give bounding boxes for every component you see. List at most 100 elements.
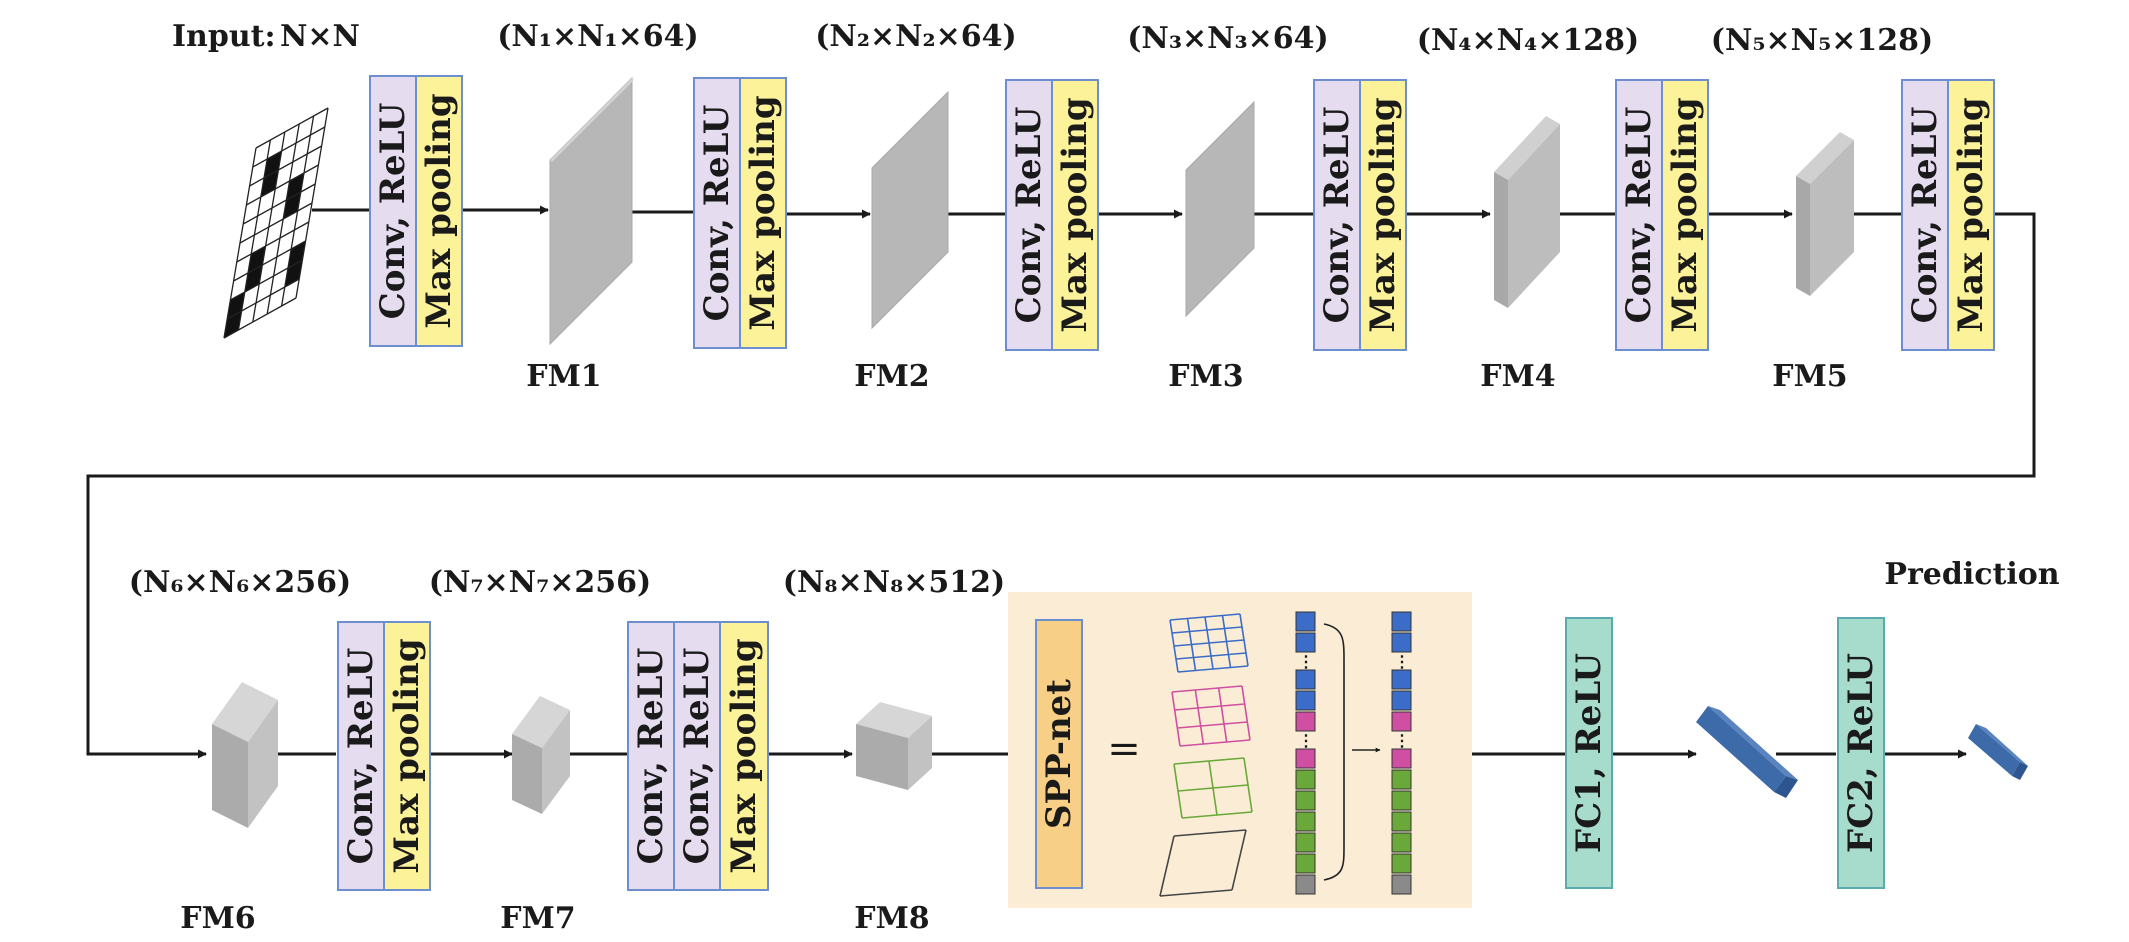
- conv-relu-text: Conv, ReLU: [1619, 107, 1659, 324]
- max-pooling-text: Max pooling: [419, 93, 459, 328]
- spp-net-layer: [1035, 619, 1083, 889]
- max-pooling-text: Max pooling: [743, 95, 783, 330]
- vector-cell: [1295, 669, 1316, 690]
- fm2-label: FM2: [854, 359, 929, 394]
- fm8-dims: (N₈×N₈×512): [783, 565, 1005, 600]
- max-pooling-layer: [383, 621, 431, 891]
- vector-cell: [1295, 832, 1316, 853]
- fm4-label: FM4: [1480, 359, 1555, 394]
- ellipsis-mark: ⋮: [1394, 652, 1410, 671]
- conv-relu-text: Conv, ReLU: [631, 648, 671, 865]
- vector-cell: [1391, 611, 1412, 632]
- vector-cell: [1391, 832, 1412, 853]
- max-pooling-text: Max pooling: [724, 638, 764, 873]
- vector-cell: [1391, 769, 1412, 790]
- fm1-label: FM1: [526, 359, 601, 394]
- fm6-label: FM6: [180, 901, 255, 936]
- conv-conv-pool-block-8: Conv, ReLU Conv, ReLU Max pooling: [627, 621, 769, 891]
- conv-relu-text: Conv, ReLU: [1009, 107, 1049, 324]
- conv-relu-layer: [673, 621, 721, 891]
- feature-map-fm7: [512, 696, 570, 814]
- vector-cell: [1391, 748, 1412, 769]
- conv-relu-layer: [369, 75, 417, 347]
- vector-cell: [1295, 711, 1316, 732]
- wrap-connector-to-row2: [86, 212, 2036, 759]
- fc2-text: FC2, ReLU: [1841, 653, 1881, 853]
- bracket-icon: [1323, 623, 1345, 881]
- prediction-label: Prediction: [1884, 557, 2059, 592]
- feature-map-fm3: [1185, 100, 1255, 318]
- fm4-dims: (N₄×N₄×128): [1417, 23, 1639, 58]
- feature-map-fm6: [212, 682, 278, 828]
- fm7-label: FM7: [500, 901, 575, 936]
- fm3-dims: (N₃×N₃×64): [1127, 21, 1329, 56]
- conv-pool-block-6: Conv, ReLU Max pooling: [1901, 79, 1995, 351]
- conv-relu-layer: [1615, 79, 1663, 351]
- fc1-output-vector: [1696, 706, 1798, 798]
- conv-pool-block-1: Conv, ReLU Max pooling: [369, 75, 463, 347]
- vector-cell: [1391, 853, 1412, 874]
- vector-cell: [1295, 611, 1316, 632]
- fm3-label: FM3: [1168, 359, 1243, 394]
- feature-map-fm5: [1796, 132, 1854, 296]
- fm5-dims: (N₅×N₅×128): [1711, 23, 1933, 58]
- fm1-dims: (N₁×N₁×64): [497, 19, 699, 54]
- vector-cell: [1391, 690, 1412, 711]
- vector-cell: [1391, 632, 1412, 653]
- max-pooling-text: Max pooling: [1055, 97, 1095, 332]
- vector-cell: [1391, 669, 1412, 690]
- vector-cell: [1295, 748, 1316, 769]
- prediction-output-vector: [1968, 724, 2028, 780]
- vector-cell: [1295, 769, 1316, 790]
- equals-sign: =: [1107, 726, 1141, 772]
- max-pooling-layer: [1947, 79, 1995, 351]
- conv-pool-block-3: Conv, ReLU Max pooling: [1005, 79, 1099, 351]
- input-label-size: N×N: [280, 19, 360, 54]
- conv-pool-block-4: Conv, ReLU Max pooling: [1313, 79, 1407, 351]
- fm5-label: FM5: [1772, 359, 1847, 394]
- max-pooling-layer: [719, 621, 769, 891]
- fm6-dims: (N₆×N₆×256): [129, 565, 351, 600]
- vector-cell: [1295, 690, 1316, 711]
- fc2-layer: FC2, ReLU: [1837, 617, 1885, 889]
- max-pooling-layer: [1359, 79, 1407, 351]
- fm7-dims: (N₇×N₇×256): [429, 565, 651, 600]
- max-pooling-text: Max pooling: [1951, 97, 1991, 332]
- max-pooling-text: Max pooling: [1363, 97, 1403, 332]
- ellipsis-mark: ⋮: [1298, 652, 1314, 671]
- max-pooling-text: Max pooling: [387, 638, 427, 873]
- vector-cell: [1295, 874, 1316, 895]
- fm8-label: FM8: [854, 901, 929, 936]
- conv-relu-layer: [1901, 79, 1949, 351]
- vector-cell: [1295, 811, 1316, 832]
- conv-relu-text: Conv, ReLU: [697, 105, 737, 322]
- conv-relu-text: Conv, ReLU: [1317, 107, 1357, 324]
- feature-map-fm2: [871, 90, 949, 330]
- vector-cell: [1295, 632, 1316, 653]
- ellipsis-mark: ⋮: [1298, 731, 1314, 750]
- conv-relu-layer: [693, 77, 741, 349]
- vector-cell: [1391, 711, 1412, 732]
- conv-relu-text: Conv, ReLU: [373, 103, 413, 320]
- pooled-feature-vectors: ⋮ ⋮ ⋮ ⋮: [1295, 611, 1412, 895]
- max-pooling-layer: [415, 75, 463, 347]
- conv-relu-layer: [627, 621, 675, 891]
- feature-map-fm1: [549, 76, 634, 346]
- conv-pool-block-5: Conv, ReLU Max pooling: [1615, 79, 1709, 351]
- vector-cell: [1295, 853, 1316, 874]
- feature-map-fm4: [1494, 116, 1560, 308]
- conv-relu-text: Conv, ReLU: [341, 648, 381, 865]
- ellipsis-mark: ⋮: [1394, 731, 1410, 750]
- max-pooling-layer: [739, 77, 787, 349]
- max-pooling-layer: [1661, 79, 1709, 351]
- input-grid-icon: [223, 107, 329, 339]
- input-label-prefix: Input:: [172, 19, 276, 54]
- conv-relu-text: Conv, ReLU: [677, 648, 717, 865]
- vector-cell: [1391, 811, 1412, 832]
- conv-pool-block-2: Conv, ReLU Max pooling: [693, 77, 787, 349]
- conv-pool-block-7: Conv, ReLU Max pooling: [337, 621, 431, 891]
- vector-cell: [1295, 790, 1316, 811]
- max-pooling-text: Max pooling: [1665, 97, 1705, 332]
- vector-cell: [1391, 874, 1412, 895]
